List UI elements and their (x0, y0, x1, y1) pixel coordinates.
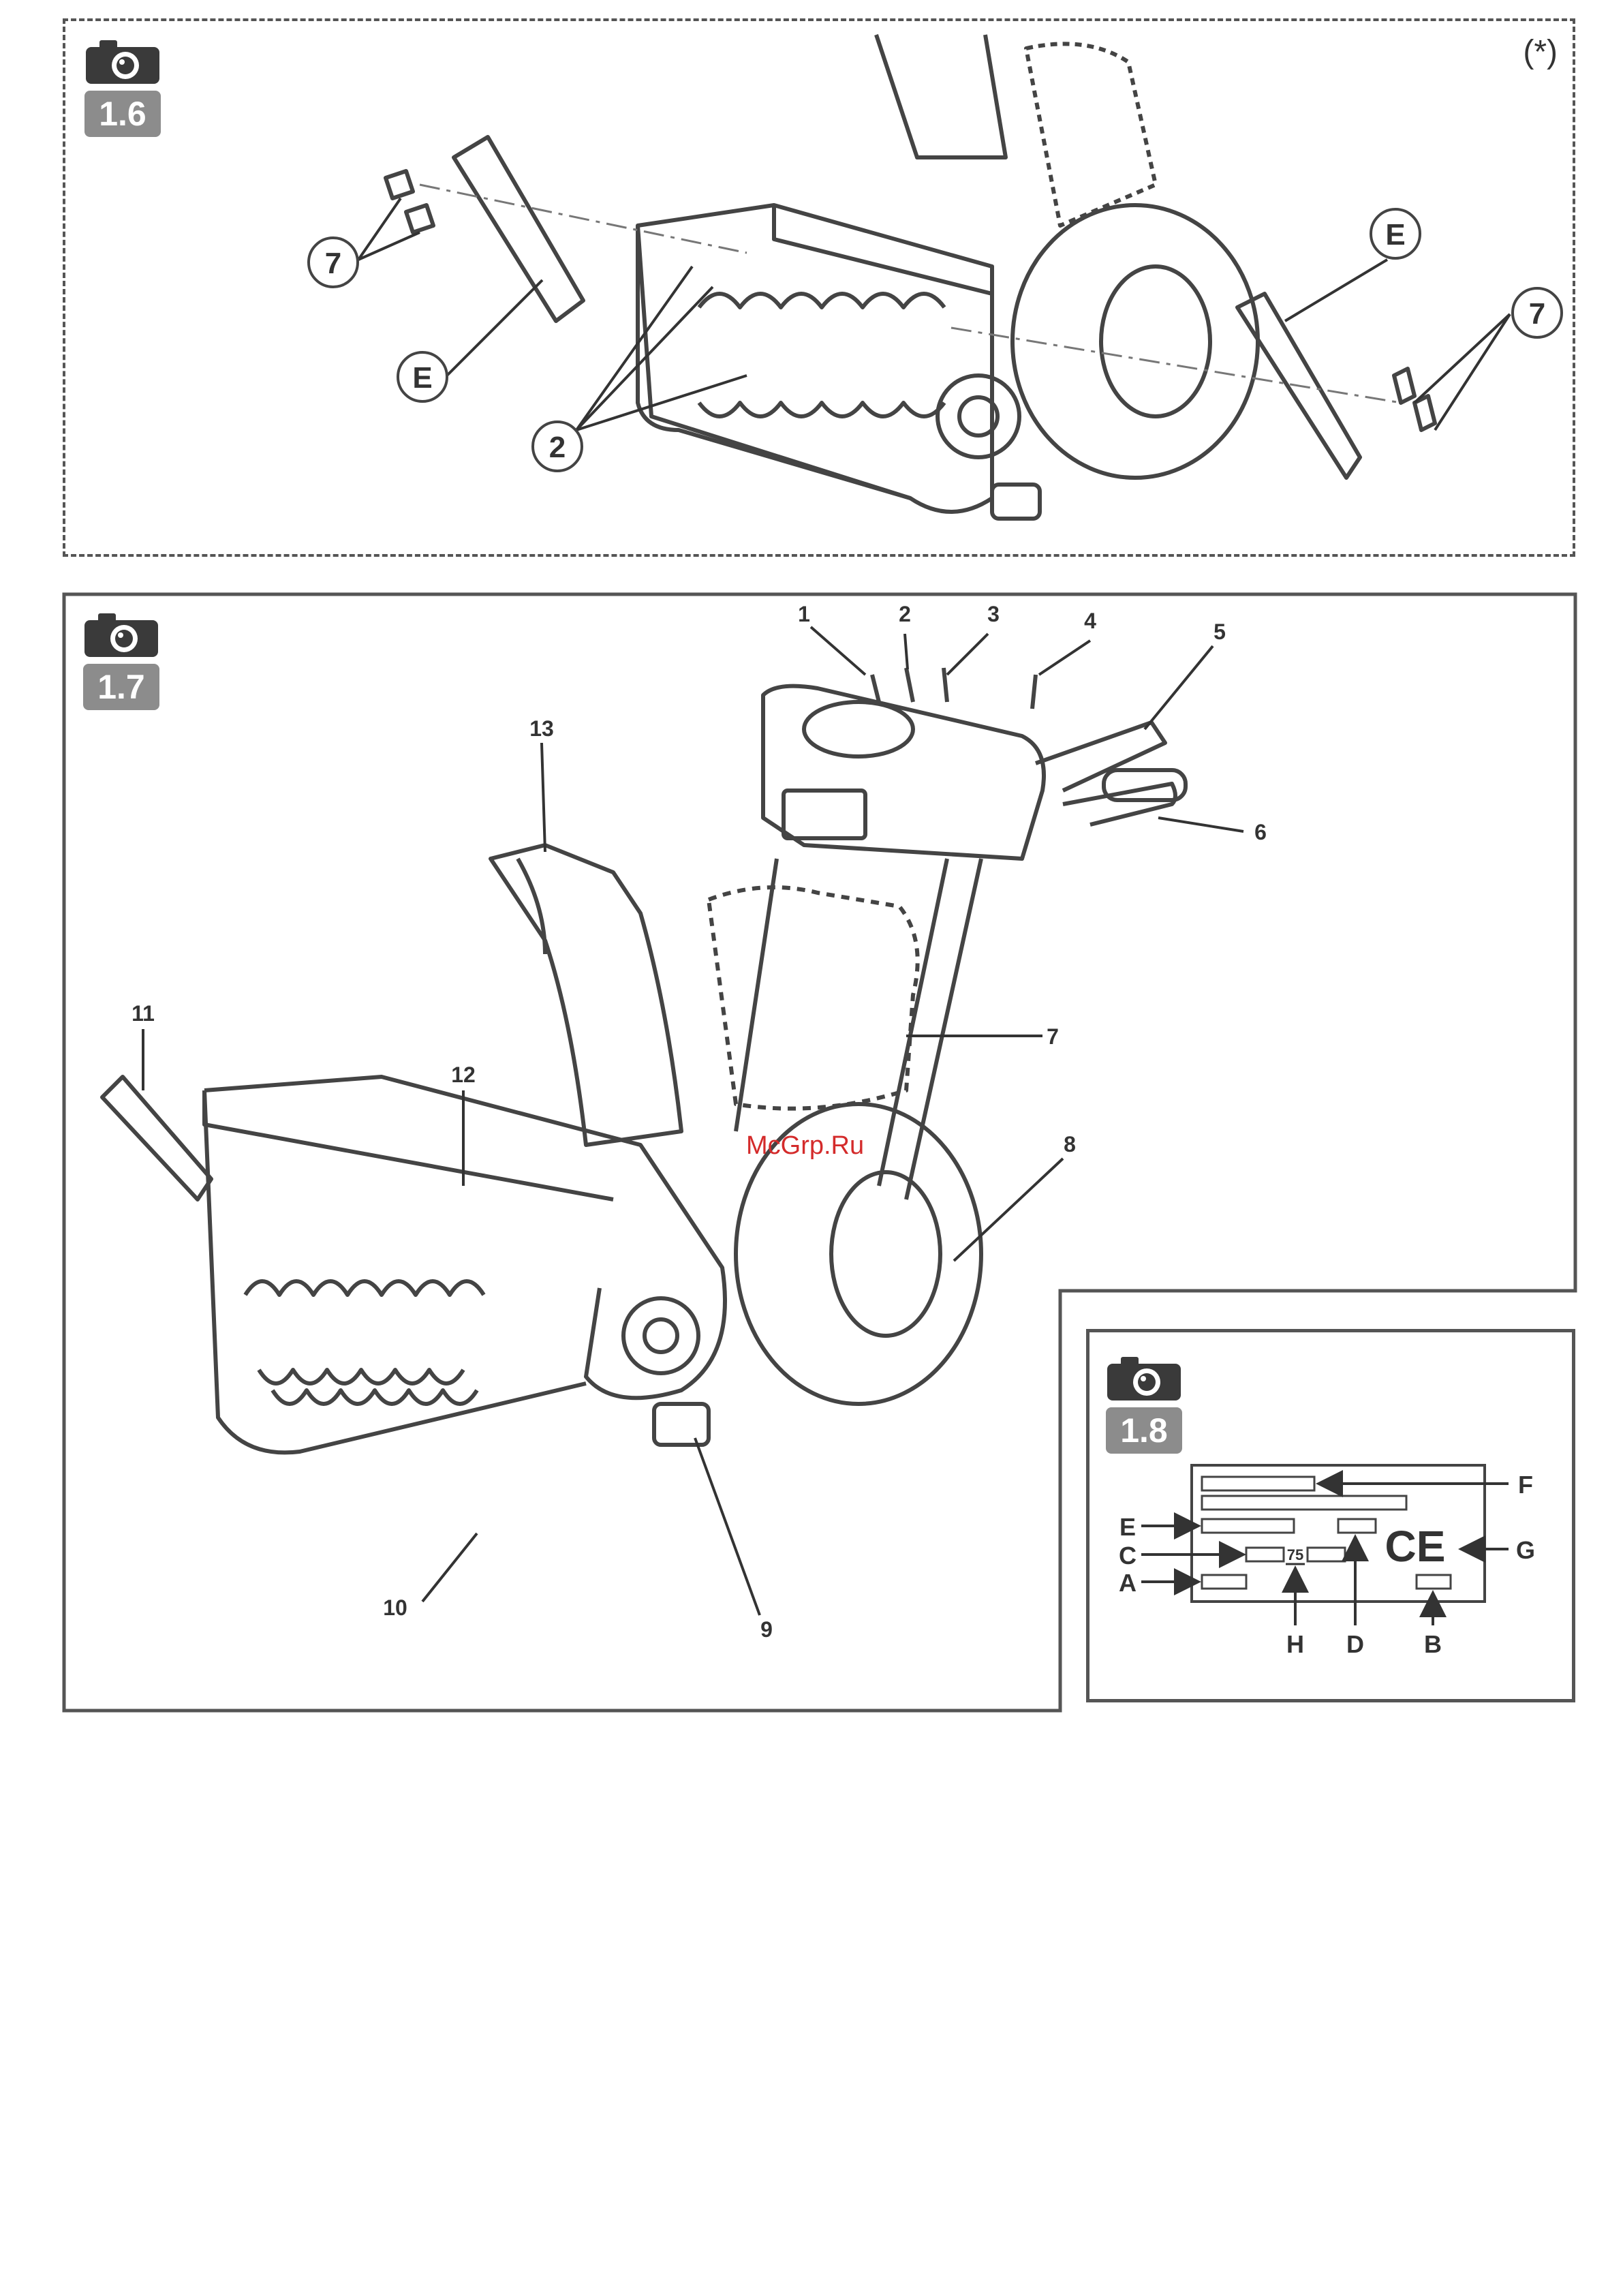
letter-H: H (1286, 1630, 1304, 1658)
letter-E: E (1119, 1513, 1136, 1541)
callout-9: 9 (760, 1617, 773, 1642)
code-75: 75 (1287, 1546, 1303, 1563)
figure-1-8-panel: 1.8 75 CE (1086, 1329, 1575, 1702)
svg-text:E: E (412, 361, 432, 395)
callout-2: 2 (899, 602, 911, 626)
svg-text:E: E (1385, 218, 1405, 251)
skid-shoe-diagram: 7 E 2 E 7 (65, 21, 1573, 554)
callout-6: 6 (1254, 820, 1267, 844)
callout-7-right: 7 (1513, 288, 1562, 337)
callout-8: 8 (1064, 1132, 1076, 1157)
svg-text:7: 7 (1529, 297, 1545, 331)
letter-A: A (1119, 1569, 1137, 1597)
callout-4: 4 (1084, 609, 1096, 633)
callout-5: 5 (1214, 619, 1226, 644)
letter-D: D (1346, 1630, 1364, 1658)
callout-E-left: E (398, 352, 447, 401)
letter-F: F (1518, 1471, 1533, 1499)
svg-text:2: 2 (549, 431, 566, 464)
letter-G: G (1516, 1536, 1535, 1564)
callout-7-left: 7 (309, 238, 358, 287)
callout-3: 3 (987, 602, 1000, 626)
callout-13: 13 (529, 716, 554, 741)
letter-C: C (1119, 1542, 1137, 1570)
watermark-text: McGrp.Ru (746, 1131, 864, 1161)
identification-label-diagram: 75 CE F E G C A H D B (1089, 1332, 1572, 1699)
svg-text:7: 7 (325, 247, 341, 280)
callout-2: 2 (533, 422, 582, 471)
figure-1-6-panel: 1.6 (*) (63, 18, 1575, 557)
callout-12: 12 (451, 1062, 476, 1087)
callout-E-right: E (1371, 209, 1420, 258)
callout-1: 1 (798, 602, 810, 626)
callout-11: 11 (132, 1001, 155, 1026)
letter-B: B (1424, 1630, 1442, 1658)
ce-mark: CE (1385, 1522, 1446, 1571)
callout-10: 10 (383, 1595, 407, 1620)
callout-7: 7 (1047, 1024, 1059, 1049)
